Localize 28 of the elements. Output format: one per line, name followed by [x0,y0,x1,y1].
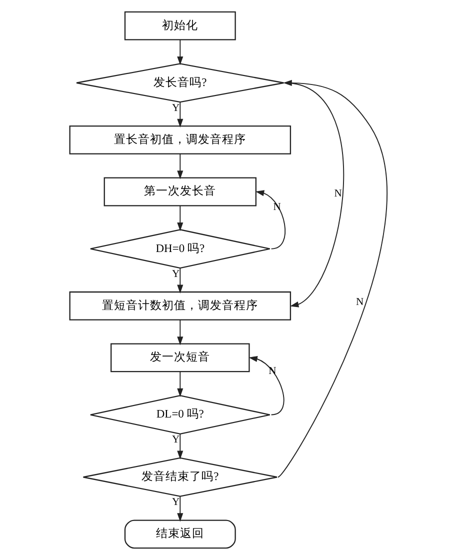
arrow [278,80,388,478]
arrow [255,190,286,250]
arrow [177,433,184,460]
arrow [177,319,184,346]
node-diamond: 发长音吗? [76,63,284,103]
arrow [177,153,184,180]
edge-label: Y [172,434,180,446]
edge-label: N [334,188,342,200]
arrow [177,205,184,232]
node-box: 结束返回 [124,520,236,549]
node-diamond: DL=0 吗? [90,395,270,435]
edge-label: Y [172,102,180,114]
node-diamond: DH=0 吗? [90,229,270,269]
node-diamond: 发音结束了吗? [82,457,278,497]
arrow [248,356,284,416]
node-box: 置短音计数初值，调发音程序 [69,291,292,320]
node-box: 第一次发长音 [104,177,256,206]
node-box: 初始化 [124,11,236,40]
arrow [177,39,184,66]
edge-label: Y [172,497,180,508]
edge-label: Y [172,268,180,280]
node-box: 置长音初值，调发音程序 [69,125,292,154]
edge-label: N [356,297,364,308]
arrow [177,496,184,522]
arrow [177,268,184,294]
node-box: 发一次短音 [110,343,250,372]
arrow [177,371,184,398]
arrow [177,102,184,128]
